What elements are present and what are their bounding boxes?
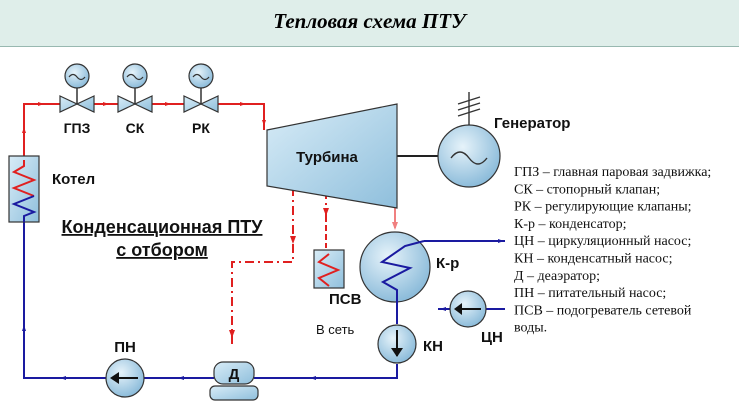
legend-line: ЦН – циркуляционный насос; (514, 234, 691, 249)
deaerator (209, 361, 259, 401)
condenser (359, 231, 431, 304)
label-boiler: Котел (52, 171, 95, 188)
gauge-icon (122, 63, 148, 89)
gauge-icon (188, 63, 214, 89)
label-pn: ПН (114, 339, 136, 356)
water-flow-arrows (22, 239, 504, 380)
label-generator: Генератор (494, 115, 570, 132)
title-bar: Тепловая схема ПТУ (0, 0, 739, 47)
exhaust-arrow (392, 222, 398, 230)
label-condenser: К-р (436, 255, 459, 272)
legend-line: ПН – питательный насос; (514, 286, 666, 301)
boiler (8, 155, 40, 223)
legend-line: ПСВ – подогреватель сетевой (514, 303, 692, 318)
extraction-lines (231, 187, 327, 348)
circulation-pump (449, 290, 487, 328)
label-rk: РК (192, 120, 210, 136)
turbine (266, 103, 398, 209)
label-sk: СК (126, 120, 145, 136)
legend-line: ГПЗ – главная паровая задвижка; (514, 165, 711, 180)
extraction-arrows (229, 208, 329, 338)
valve-sk (117, 63, 153, 113)
generator (437, 92, 501, 188)
label-deaerator: Д (229, 366, 240, 383)
caption-line-1: Конденсационная ПТУ (62, 217, 264, 237)
valve-gpz (59, 63, 95, 113)
valve-rk (183, 63, 219, 113)
legend-line: РК – регулирующие клапаны; (514, 200, 692, 215)
legend-line: К-р – конденсатор; (514, 217, 626, 232)
label-psv: ПСВ (329, 291, 362, 308)
label-cn: ЦН (481, 329, 503, 346)
label-to-network: В сеть (316, 322, 355, 337)
page-title: Тепловая схема ПТУ (273, 9, 466, 33)
feed-pump (105, 358, 145, 398)
caption-line-2: с отбором (116, 240, 208, 260)
steam-flow-arrows (22, 102, 266, 133)
legend-line: Д – деаэратор; (514, 269, 600, 284)
label-turbine: Турбина (296, 149, 358, 166)
legend-line: СК – стопорный клапан; (514, 182, 660, 197)
legend-line: воды. (514, 321, 547, 336)
legend-line: КН – конденсатный насос; (514, 252, 672, 267)
label-gpz: ГПЗ (64, 120, 91, 136)
psv-heater (313, 216, 345, 289)
legend: ГПЗ – главная паровая задвижка; СК – стоп… (514, 165, 711, 336)
condensate-pump (377, 324, 417, 364)
gauge-icon (64, 63, 90, 89)
label-kn: КН (423, 338, 443, 355)
